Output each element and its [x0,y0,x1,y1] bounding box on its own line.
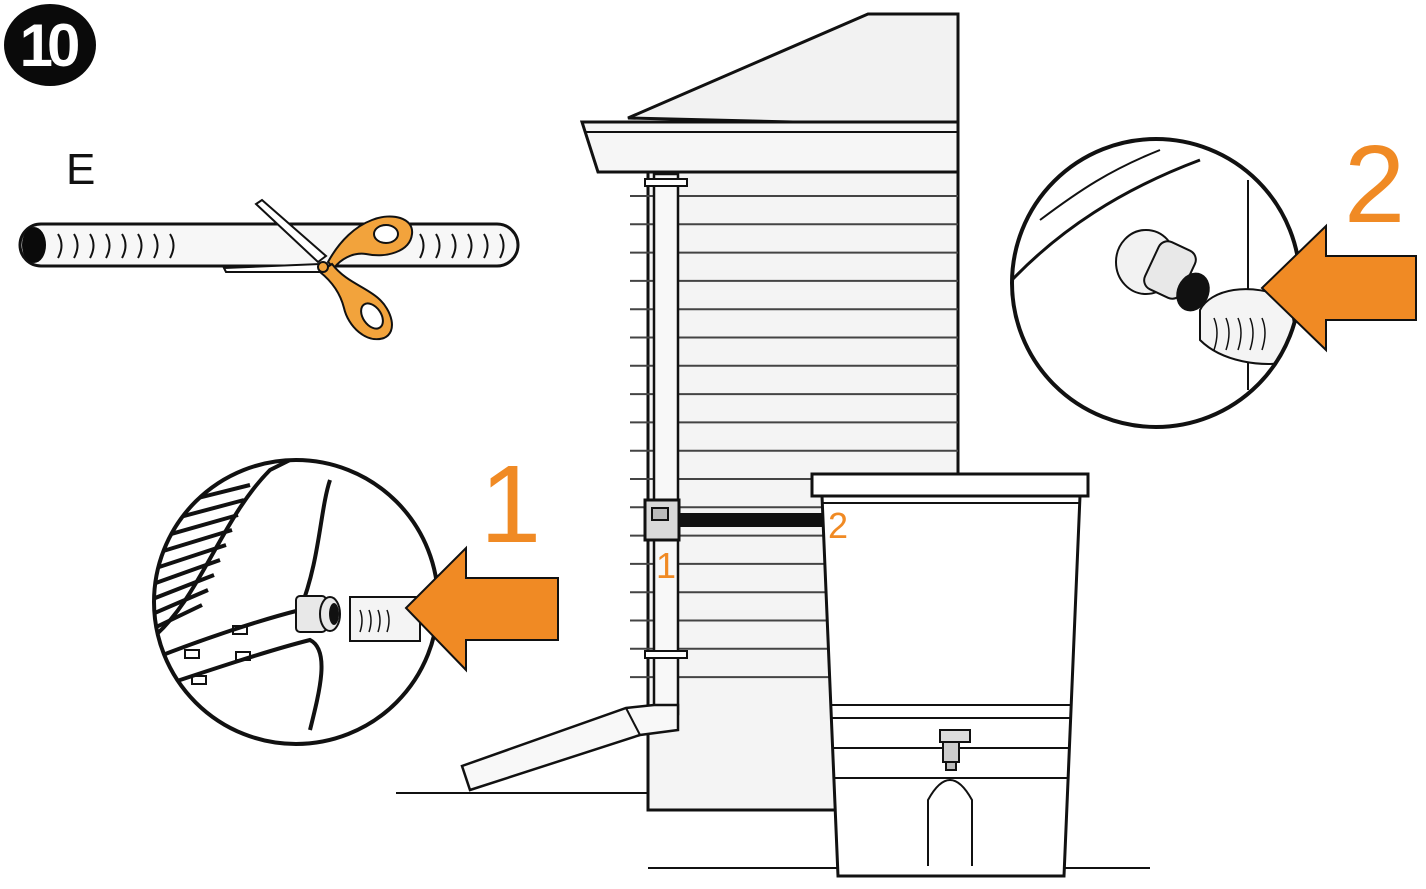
rain-barrel [810,472,1090,878]
cut-hose [18,222,520,268]
downspout-bracket-top [644,178,688,187]
rain-diverter [643,498,681,542]
connection-2-label: 2 [828,505,849,546]
arrow-right-icon [404,545,559,673]
downspout [460,172,688,792]
diverter-connection [643,498,830,542]
detail-circle-2 [1010,137,1302,429]
downspout-elbow [460,703,680,792]
step-number-badge: 10 [4,4,96,86]
downspout-bracket-bottom [644,650,688,659]
connection-1-label: 1 [656,545,677,586]
barrel-rim [810,472,1090,498]
arrow-left-icon [1260,223,1417,353]
barrel-base-recess [927,779,973,866]
roof-gable [627,12,960,128]
roof-gutter [579,120,960,174]
scissors-icon [222,198,414,341]
hose-icon [18,222,520,268]
detail-circle-1 [152,458,440,746]
overflow-hose [675,513,830,527]
part-letter-label: E [66,145,96,194]
house-wall [579,12,960,812]
detail-1-number: 1 [480,443,542,566]
detail-2-number: 2 [1344,123,1406,246]
barrel-tap [939,729,971,771]
